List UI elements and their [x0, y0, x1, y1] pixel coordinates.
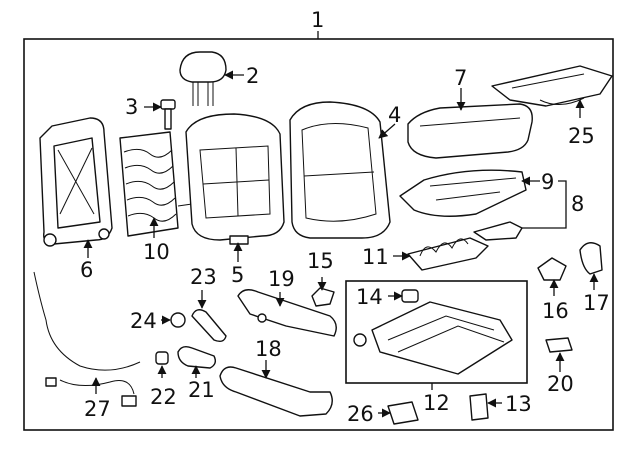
- callout-9: 9: [541, 170, 554, 194]
- callout-7: 7: [454, 66, 467, 90]
- adjuster-motor: [401, 289, 419, 303]
- inner-side-shield: [237, 289, 337, 337]
- callout-10: 10: [143, 240, 170, 264]
- callout-18: 18: [255, 337, 282, 361]
- adjuster-knob: [170, 312, 186, 328]
- callout-21: 21: [188, 378, 215, 402]
- callout-6: 6: [80, 258, 93, 282]
- callout-20: 20: [547, 372, 574, 396]
- cushion-wire-support: [407, 237, 489, 271]
- callout-15: 15: [307, 249, 334, 273]
- callout-14: 14: [356, 285, 383, 309]
- seat-cushion-cover: [407, 103, 533, 159]
- outer-side-shield: [219, 366, 333, 417]
- headrest: [179, 51, 227, 106]
- headrest-guide: [160, 99, 176, 130]
- cushion-pan: [491, 65, 613, 107]
- cushion-support-clip: [473, 221, 523, 241]
- callout-26: 26: [347, 402, 374, 426]
- track-end-cover: [545, 337, 573, 353]
- callout-25: 25: [568, 124, 595, 148]
- callout-2: 2: [246, 64, 259, 88]
- seat-adjuster-group-box: [345, 280, 528, 384]
- harness-clip: [387, 401, 419, 425]
- callout-5: 5: [231, 263, 244, 287]
- callout-3: 3: [125, 95, 138, 119]
- seat-back-cover: [289, 101, 391, 239]
- callout-1: 1: [311, 8, 324, 32]
- seat-wiring-harness: [33, 271, 141, 407]
- callout-17: 17: [583, 291, 610, 315]
- callout-8: 8: [571, 192, 584, 216]
- seat-cushion-pad: [399, 169, 527, 217]
- callout-16: 16: [542, 299, 569, 323]
- trim-clip: [311, 287, 335, 307]
- callout-12: 12: [423, 391, 450, 415]
- callout-24: 24: [130, 309, 157, 333]
- seat-back-frame: [39, 117, 113, 247]
- callout-19: 19: [268, 267, 295, 291]
- callout-11: 11: [362, 245, 389, 269]
- callout-22: 22: [150, 385, 177, 409]
- pivot-cap: [155, 351, 169, 365]
- height-adjuster-lever: [177, 345, 217, 369]
- callout-23: 23: [190, 265, 217, 289]
- side-bracket-right: [579, 242, 603, 275]
- callout-27: 27: [84, 397, 111, 421]
- callout-13: 13: [505, 392, 532, 416]
- lumbar-spring-mat: [119, 131, 193, 237]
- track-latch: [469, 393, 489, 421]
- side-bracket-left: [537, 257, 567, 281]
- seat-back-pad: [185, 113, 285, 245]
- recliner-handle: [191, 309, 227, 343]
- seat-adjuster-track: [353, 301, 513, 375]
- callout-4: 4: [388, 103, 401, 127]
